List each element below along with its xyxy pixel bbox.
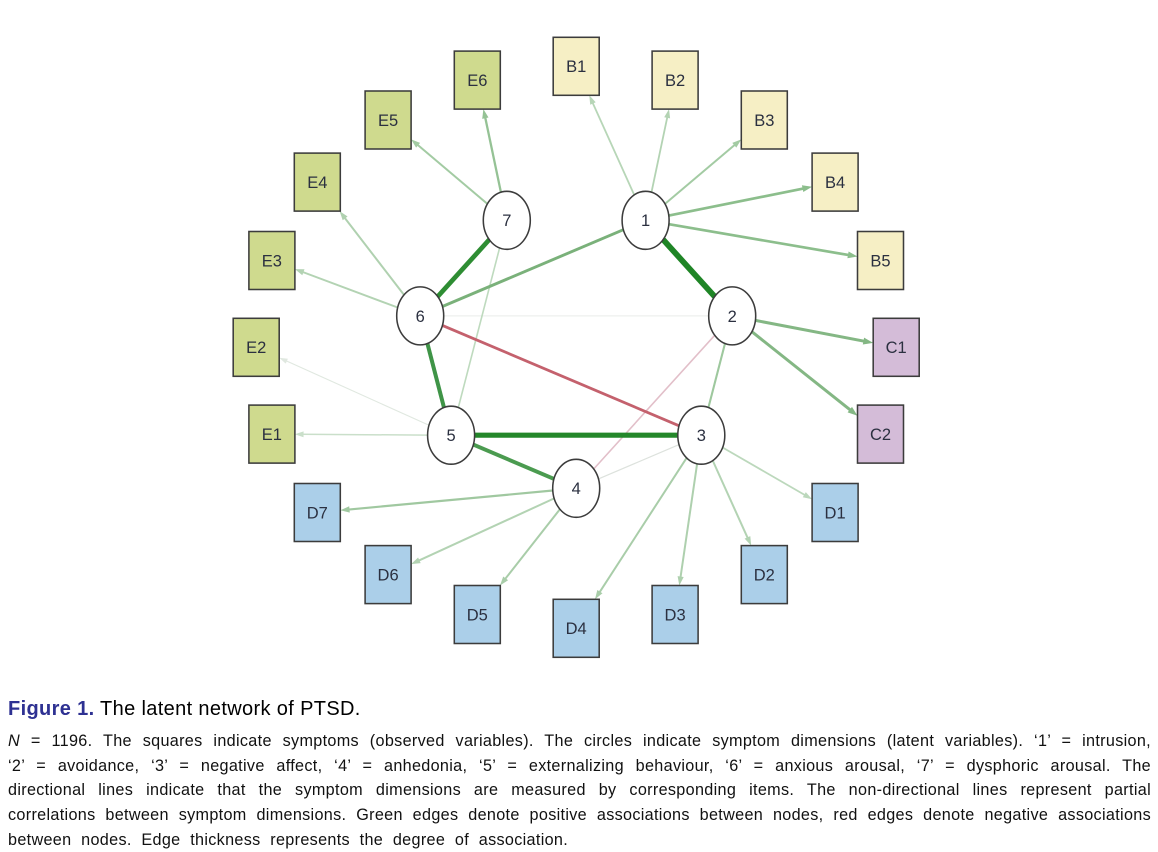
svg-text:D2: D2 [754, 567, 775, 585]
svg-text:B2: B2 [665, 72, 685, 90]
svg-text:D1: D1 [825, 504, 846, 522]
svg-text:D7: D7 [307, 504, 328, 522]
svg-text:C1: C1 [886, 339, 907, 357]
svg-text:7: 7 [502, 212, 511, 230]
svg-text:2: 2 [728, 308, 737, 326]
svg-text:C2: C2 [870, 426, 891, 444]
svg-text:E1: E1 [262, 426, 282, 444]
svg-text:B4: B4 [825, 174, 845, 192]
svg-text:6: 6 [416, 308, 425, 326]
svg-text:4: 4 [572, 480, 581, 498]
svg-text:1: 1 [641, 212, 650, 230]
svg-text:B1: B1 [566, 58, 586, 76]
svg-text:3: 3 [697, 427, 706, 445]
svg-text:E6: E6 [467, 72, 487, 90]
svg-text:D4: D4 [566, 620, 587, 638]
svg-text:E3: E3 [262, 252, 282, 270]
svg-text:B5: B5 [870, 252, 890, 270]
svg-text:B3: B3 [754, 112, 774, 130]
svg-text:E2: E2 [246, 339, 266, 357]
svg-text:5: 5 [447, 427, 456, 445]
svg-text:D3: D3 [665, 606, 686, 624]
svg-text:D5: D5 [467, 606, 488, 624]
svg-text:E4: E4 [307, 174, 327, 192]
svg-text:E5: E5 [378, 112, 398, 130]
svg-text:D6: D6 [378, 567, 399, 585]
